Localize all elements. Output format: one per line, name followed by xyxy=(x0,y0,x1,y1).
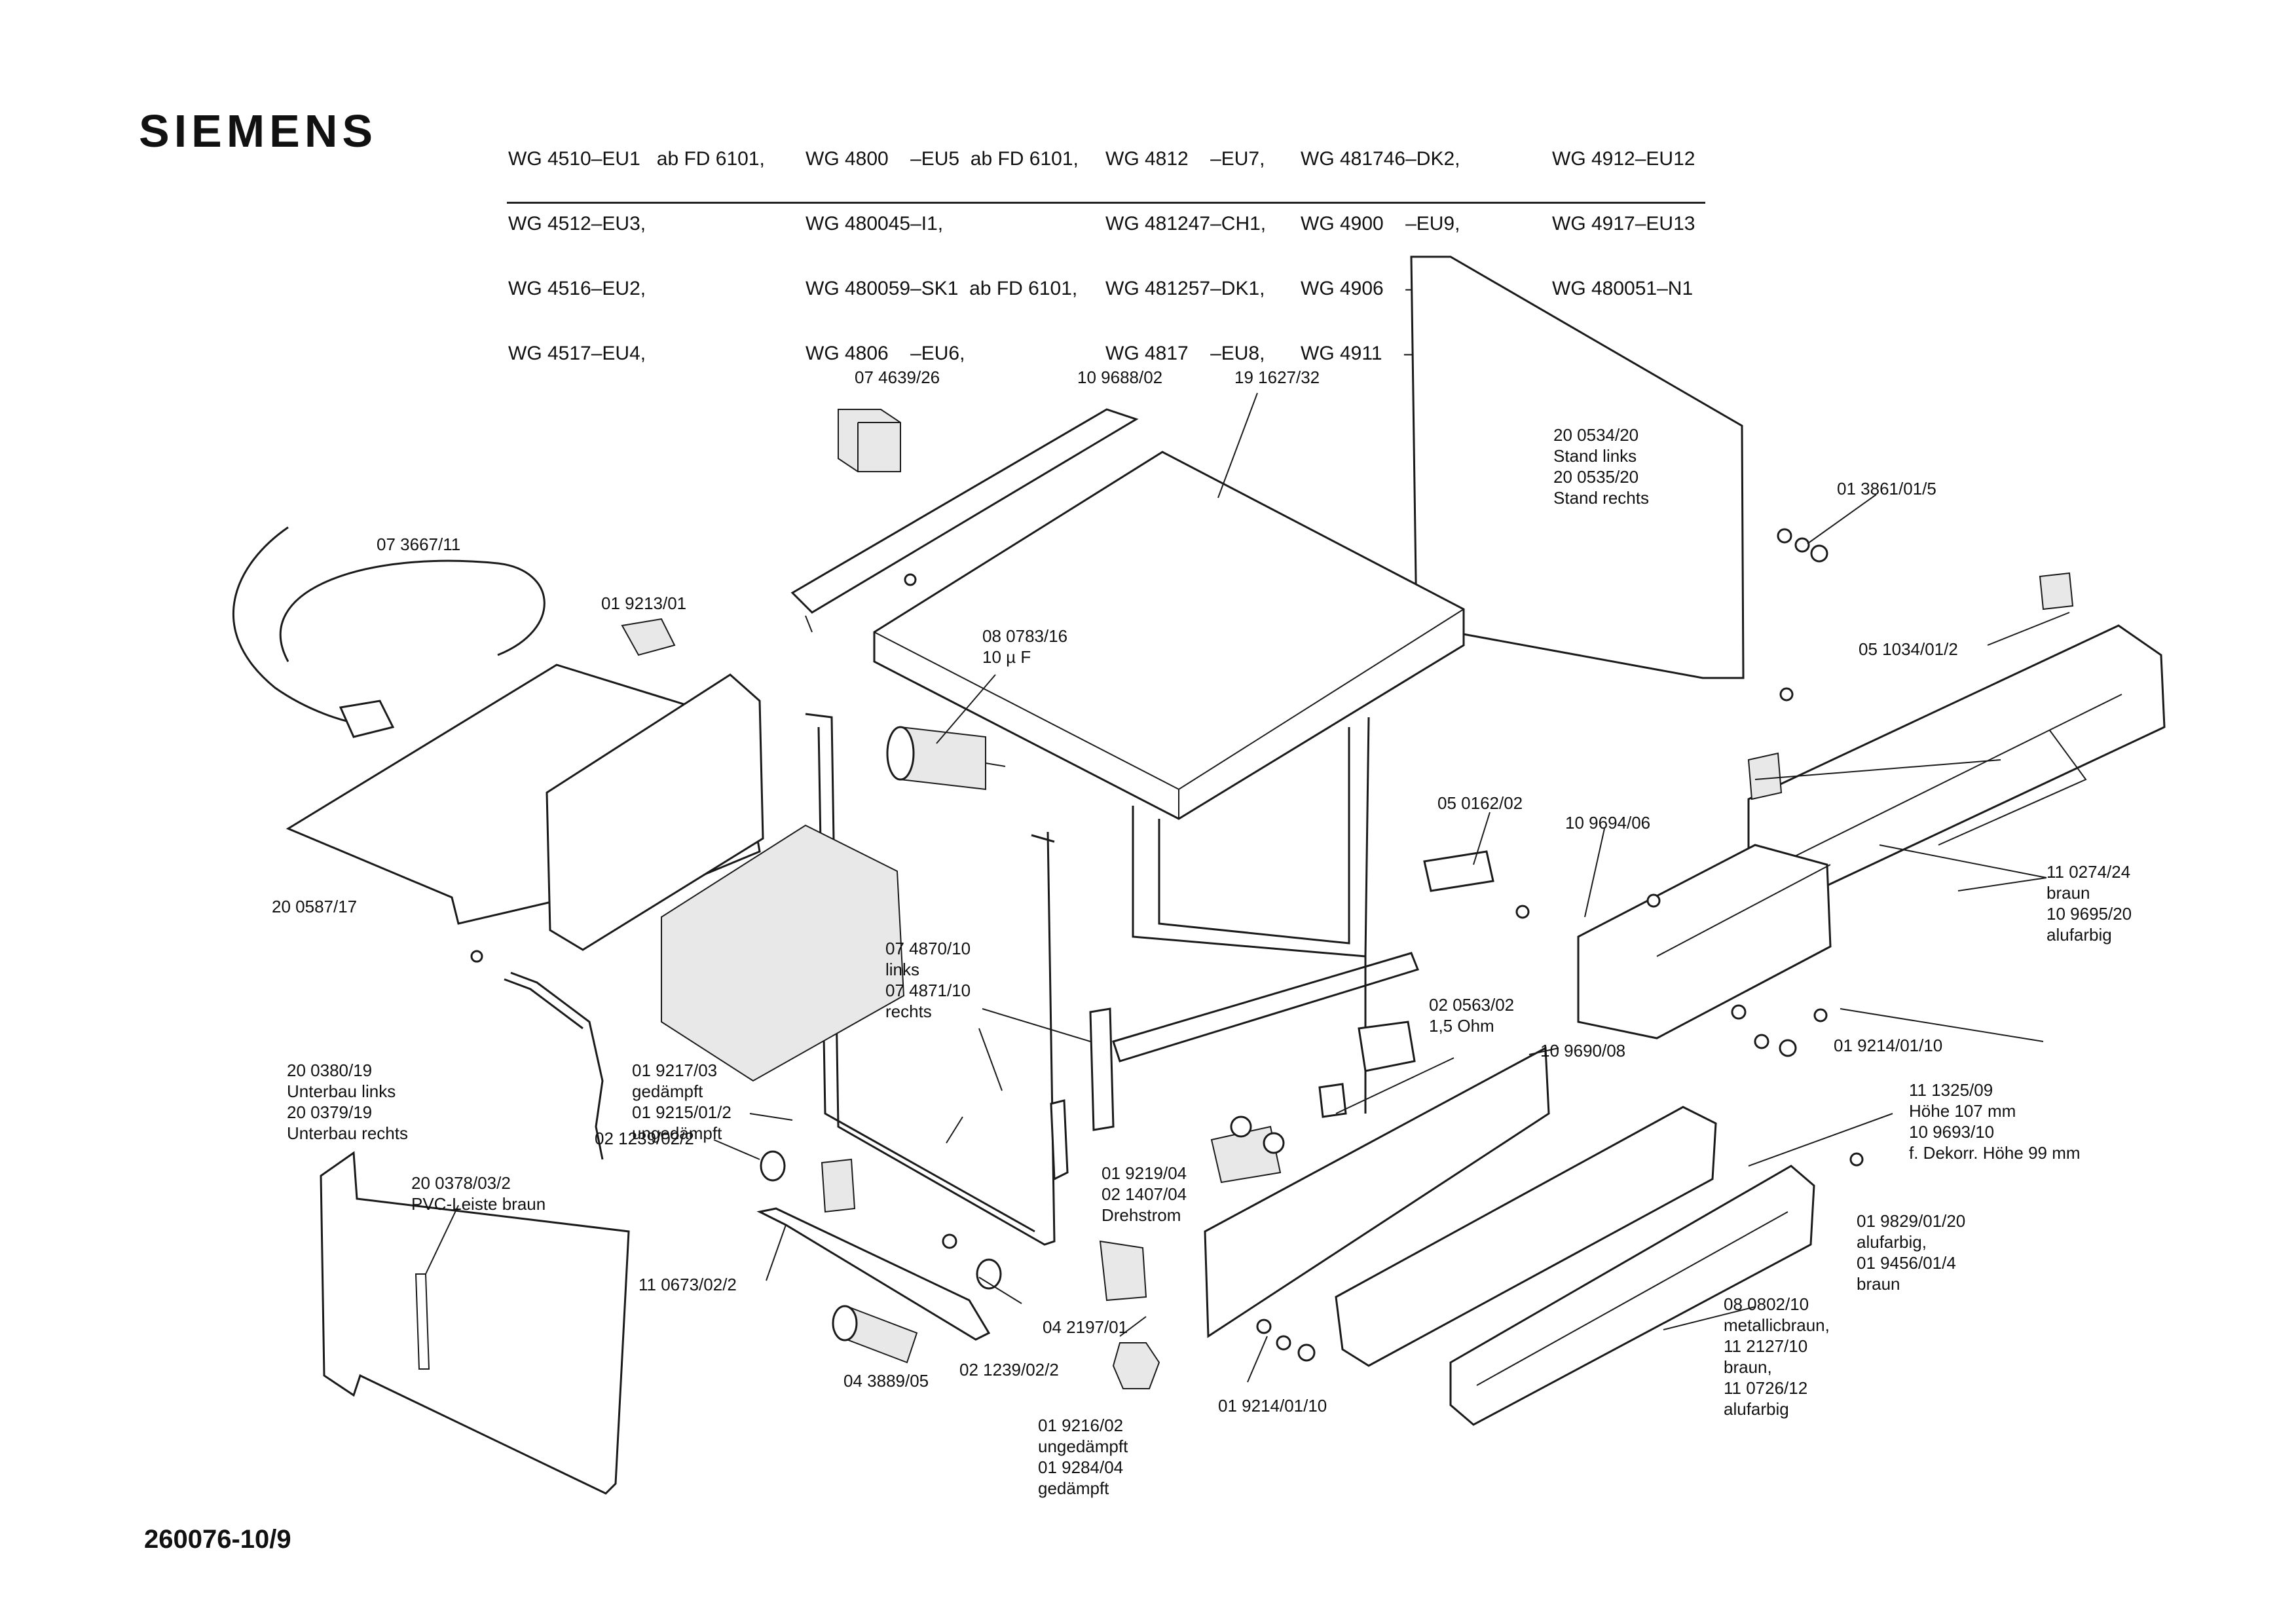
model-entry: WG 481247–CH1, xyxy=(1105,213,1267,235)
insulation-block xyxy=(661,824,905,1082)
part-label-043889: 04 3889/05 xyxy=(843,1371,929,1391)
part-label-042197: 04 2197/01 xyxy=(1043,1317,1128,1337)
door-hinge xyxy=(946,1007,1115,1181)
leader-lines xyxy=(425,392,2070,1383)
switch-strip xyxy=(756,1150,1002,1341)
model-list-col-5: WG 4912–EU12 WG 4917–EU13 WG 480051–N1 xyxy=(1552,105,1695,407)
model-entry: WG 481257–DK1, xyxy=(1105,278,1265,299)
part-label-110673: 11 0673/02/2 xyxy=(639,1275,737,1294)
worktop-lid xyxy=(873,451,1465,820)
part-label-074870: 07 4870/10 links 07 4871/10 rechts xyxy=(885,939,971,1021)
panel-bracket xyxy=(1577,844,1832,1040)
part-label-020563: 02 0563/02 1,5 Ohm xyxy=(1429,995,1515,1036)
part-label-019214a: 01 9214/01/10 xyxy=(1834,1036,1943,1055)
part-label-110274: 11 0274/24 braun 10 9695/20 alufarbig xyxy=(2046,862,2132,945)
model-entry: WG 4516–EU2, xyxy=(508,278,646,299)
part-label-019214b: 01 9214/01/10 xyxy=(1218,1396,1327,1416)
model-list-col-1: WG 4510–EU1 ab FD 6101, WG 4512–EU3, WG … xyxy=(508,105,765,407)
part-label-073667: 07 3667/11 xyxy=(377,535,461,554)
mounting-plate xyxy=(1747,572,2074,800)
part-label-019219: 01 9219/04 02 1407/04 Drehstrom xyxy=(1102,1163,1187,1225)
part-label-111325: 11 1325/09 Höhe 107 mm 10 9693/10 f. Dek… xyxy=(1909,1080,2081,1163)
part-label-021239b: 02 1239/02/2 xyxy=(959,1360,1059,1379)
part-label-019829: 01 9829/01/20 alufarbig, 01 9456/01/4 br… xyxy=(1857,1211,1966,1294)
model-entry: WG 480059–SK1 ab FD 6101, xyxy=(805,278,1078,299)
small-capacitor xyxy=(832,1305,918,1364)
part-label-200378: 20 0378/03/2 PVC-Leiste braun xyxy=(411,1173,546,1214)
terminal-block xyxy=(1099,1240,1147,1302)
kickboard xyxy=(1335,1106,1717,1367)
part-label-074639: 07 4639/26 xyxy=(855,367,940,387)
model-entry: WG 480051–N1 xyxy=(1552,278,1694,299)
model-entry: WG 4917–EU13 xyxy=(1552,213,1695,235)
document-number: 260076-10/9 xyxy=(144,1525,291,1554)
model-entry: WG 4812 –EU7, xyxy=(1105,148,1265,170)
model-entry: WG 4512–EU3, xyxy=(508,213,646,235)
model-entry: WG 480045–I1, xyxy=(805,213,944,235)
base-panel xyxy=(320,1151,630,1495)
part-label-080783: 08 0783/16 10 µ F xyxy=(982,626,1068,667)
front-plinth xyxy=(1204,1046,1550,1338)
capacitor-component xyxy=(886,726,1006,791)
part-label-191627: 19 1627/32 xyxy=(1234,367,1320,387)
screws xyxy=(904,528,1864,1362)
part-label-019217: 01 9217/03 gedämpft 01 9215/01/2 ungedäm… xyxy=(632,1060,731,1143)
model-entry: WG 4817 –EU8, xyxy=(1105,343,1265,364)
part-label-019213: 01 9213/01 xyxy=(601,593,687,613)
part-label-080802: 08 0802/10 metallicbraun, 11 2127/10 bra… xyxy=(1724,1294,1830,1419)
mounting-bracket xyxy=(470,950,604,1160)
relay-component xyxy=(838,409,901,472)
top-rail xyxy=(790,408,1139,633)
part-label-200380: 20 0380/19 Unterbau links 20 0379/19 Unt… xyxy=(287,1060,408,1143)
part-label-021239a: 02 1239/02/2 xyxy=(595,1129,694,1148)
model-entry: WG 4806 –EU6, xyxy=(805,343,965,364)
part-label-019216: 01 9216/02 ungedämpft 01 9284/04 gedämpf… xyxy=(1038,1416,1128,1498)
part-label-109690: 10 9690/08 xyxy=(1540,1041,1626,1060)
model-entry: WG 4800 –EU5 ab FD 6101, xyxy=(805,148,1079,170)
part-label-109694: 10 9694/06 xyxy=(1565,813,1651,833)
adjustable-foot xyxy=(1112,1342,1160,1389)
part-label-050162: 05 0162/02 xyxy=(1437,793,1523,813)
power-cable xyxy=(232,526,546,738)
base-tray xyxy=(286,664,764,951)
model-entry: WG 4517–EU4, xyxy=(508,343,646,364)
model-entry: WG 4900 –EU9, xyxy=(1301,213,1460,235)
part-label-200587: 20 0587/17 xyxy=(272,897,358,916)
model-list-col-2: WG 4800 –EU5 ab FD 6101, WG 480045–I1, W… xyxy=(805,105,1079,407)
model-list-col-3: WG 4812 –EU7, WG 481247–CH1, WG 481257–D… xyxy=(1105,105,1266,407)
part-label-200534: 20 0534/20 Stand links 20 0535/20 Stand … xyxy=(1553,425,1649,508)
part-label-051034: 05 1034/01/2 xyxy=(1859,639,1958,659)
model-entry: WG 4912–EU12 xyxy=(1552,148,1695,170)
model-entry: WG 4510–EU1 ab FD 6101, xyxy=(508,148,765,170)
header-rule xyxy=(507,202,1705,204)
decor-strip xyxy=(1449,1165,1815,1426)
model-entry: WG 481746–DK2, xyxy=(1301,148,1460,170)
part-label-109688: 10 9688/02 xyxy=(1077,367,1163,387)
cable-clamp xyxy=(621,618,676,656)
part-label-013861: 01 3861/01/5 xyxy=(1837,479,1936,498)
door-clip xyxy=(1423,850,1494,892)
cable-distributor xyxy=(1210,1116,1285,1184)
brand-logo: SIEMENS xyxy=(139,105,378,157)
resistor-bracket xyxy=(1318,1021,1416,1118)
